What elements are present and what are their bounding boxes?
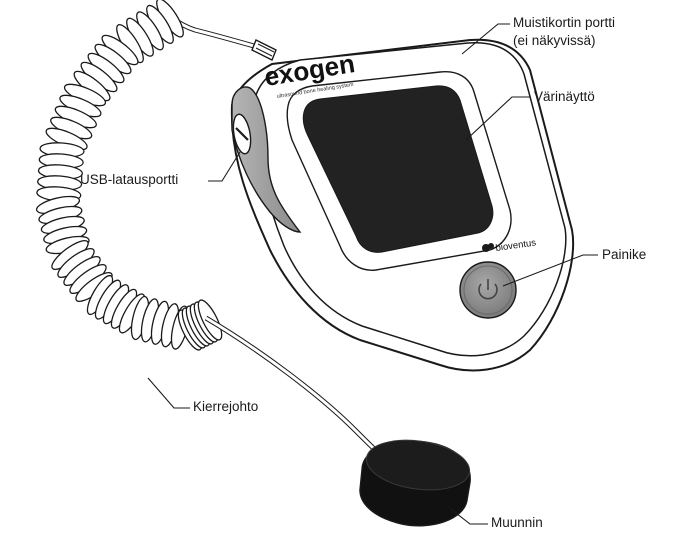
memory-card-port-label: Muistikortin portti (ei näkyvissä) [513,14,615,50]
memory-card-port-label-line2: (ei näkyvissä) [513,32,615,50]
top-cord [172,18,276,60]
transducer [360,434,473,526]
coiled-cable-label: Kierrejohto [193,398,258,416]
memory-card-port-label-line1: Muistikortin portti [513,14,615,32]
button-label: Painike [602,246,646,264]
exogen-device: exogen ultrasound bone healing system bi… [231,40,574,371]
transducer-label: Muunnin [491,514,543,532]
usb-charging-port-label: USB-latausportti [80,171,178,189]
power-button[interactable] [460,262,516,318]
color-display-label: Värinäyttö [534,88,595,106]
